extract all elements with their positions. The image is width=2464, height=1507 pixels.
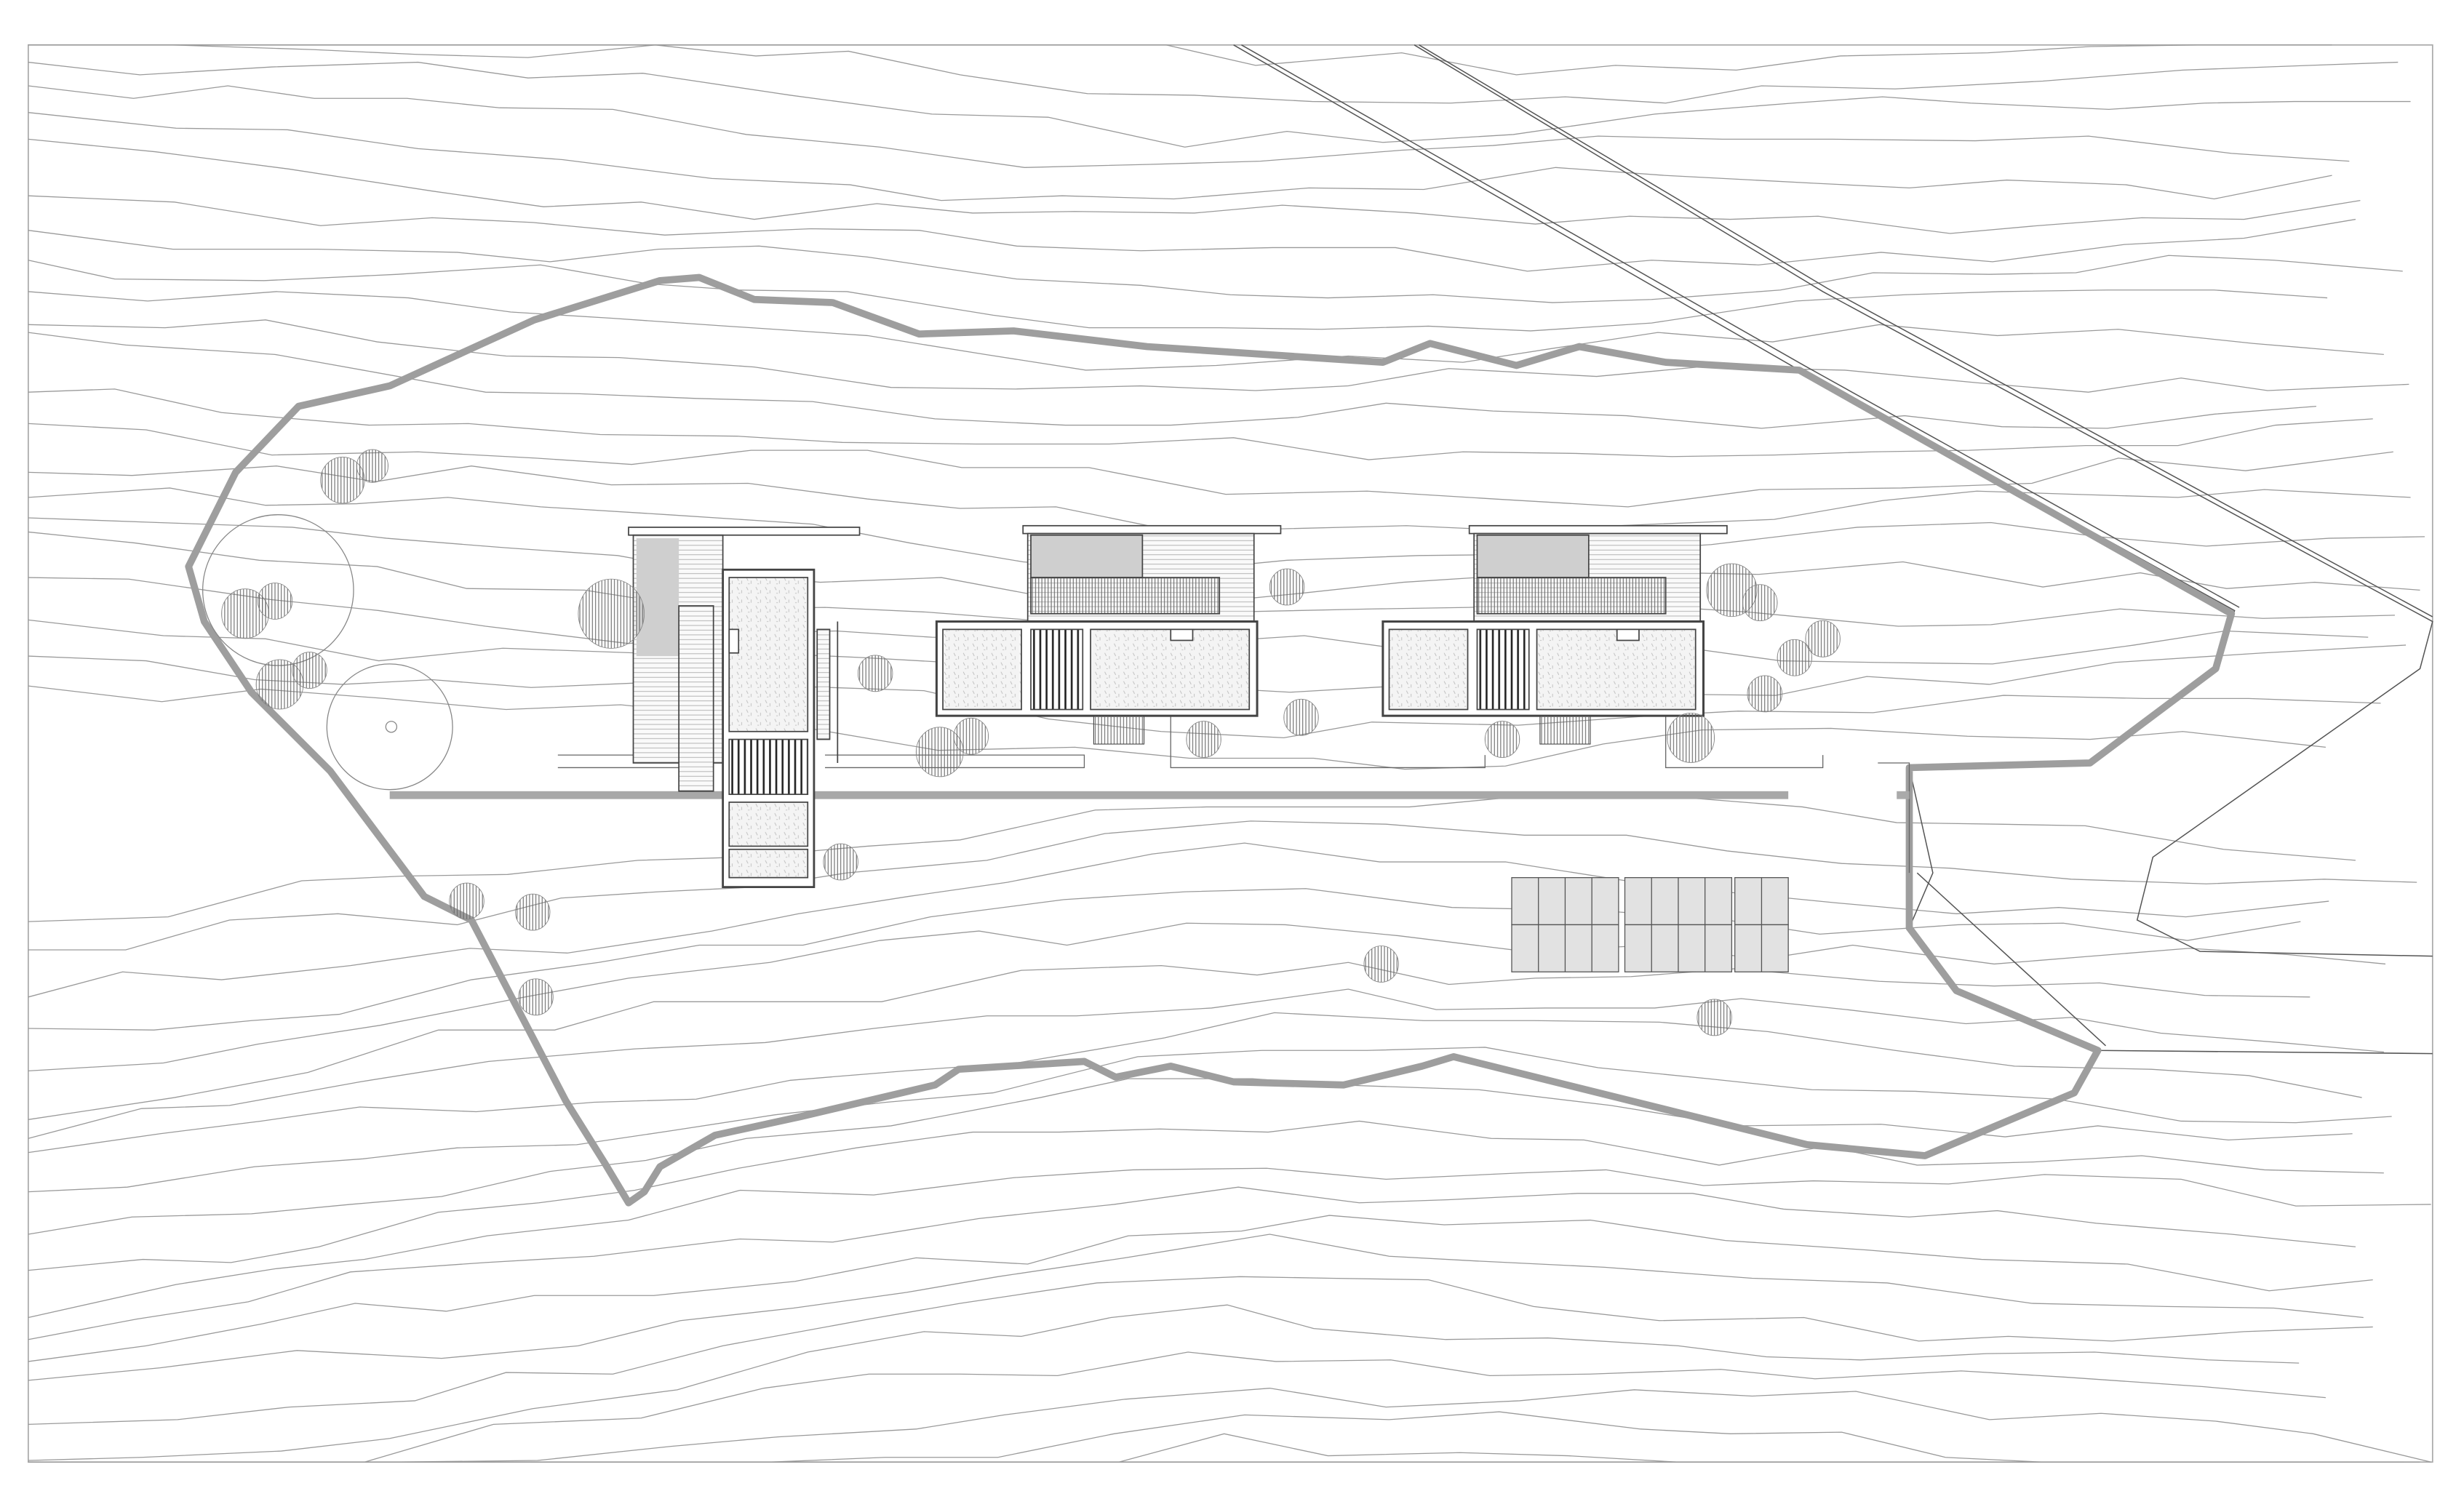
tree-icon [1777,639,1813,676]
contour-line [28,195,2356,272]
tree-icon [292,652,327,689]
tree-icon [515,893,551,931]
contour-line [28,1234,2364,1381]
contour-line [28,685,2326,770]
tree-icon [953,717,989,755]
contour-line [28,260,2328,332]
tree-icon [1186,721,1221,758]
tree-icon [1805,620,1841,657]
contour-line [28,1186,2356,1340]
tree-icon [857,655,893,692]
tree-icon [1667,712,1715,763]
tree-icon [1484,721,1520,758]
drawing-frame [28,44,2433,1463]
contour-line [28,655,2381,739]
contour-line [28,44,2332,76]
contour-line [28,1047,2392,1193]
contour-line [28,1215,2373,1362]
contour-line [28,44,2399,104]
tree-icon [1363,946,1399,983]
contour-line [28,112,2332,201]
contour-line [28,85,2350,168]
contour-line [28,1388,2431,1463]
tree-icon [356,449,388,483]
contour-line [28,888,2301,1031]
contour-line [28,1167,2431,1319]
contour-line [28,423,2393,508]
main-terrace-wall [389,791,1789,799]
tree-icon [1747,675,1782,713]
tree-icon [578,578,645,649]
contour-line [28,1304,2300,1461]
building-west [628,527,861,889]
contour-line [28,842,2329,998]
contour-line [28,1351,2326,1463]
contour-line [28,1012,2362,1154]
contour-line [28,1276,2373,1426]
building-center [935,524,1282,745]
tree-icon [1742,584,1778,622]
solar-panels [1511,876,1789,972]
contour-line [28,138,2361,234]
contour-line [28,820,2417,951]
contour-line [28,61,2411,148]
contour-line [28,794,2356,922]
contour-line [28,1078,2353,1235]
contour-line [28,1120,2384,1271]
tree-icon [823,843,858,881]
building-east [1381,524,1728,745]
contour-line [28,291,2384,371]
trees [221,449,1841,1036]
tree-icon [1269,568,1305,606]
contour-line [28,319,2409,393]
contour-line [28,922,2386,1071]
property-boundary [185,273,2236,1207]
contour-line [28,230,2403,303]
tree-icon [1697,999,1732,1036]
tree-icon [1283,698,1319,736]
tree-icon [257,583,293,620]
contour-line [28,388,2373,460]
tree-icon [449,882,485,920]
tree-icon [518,978,554,1016]
